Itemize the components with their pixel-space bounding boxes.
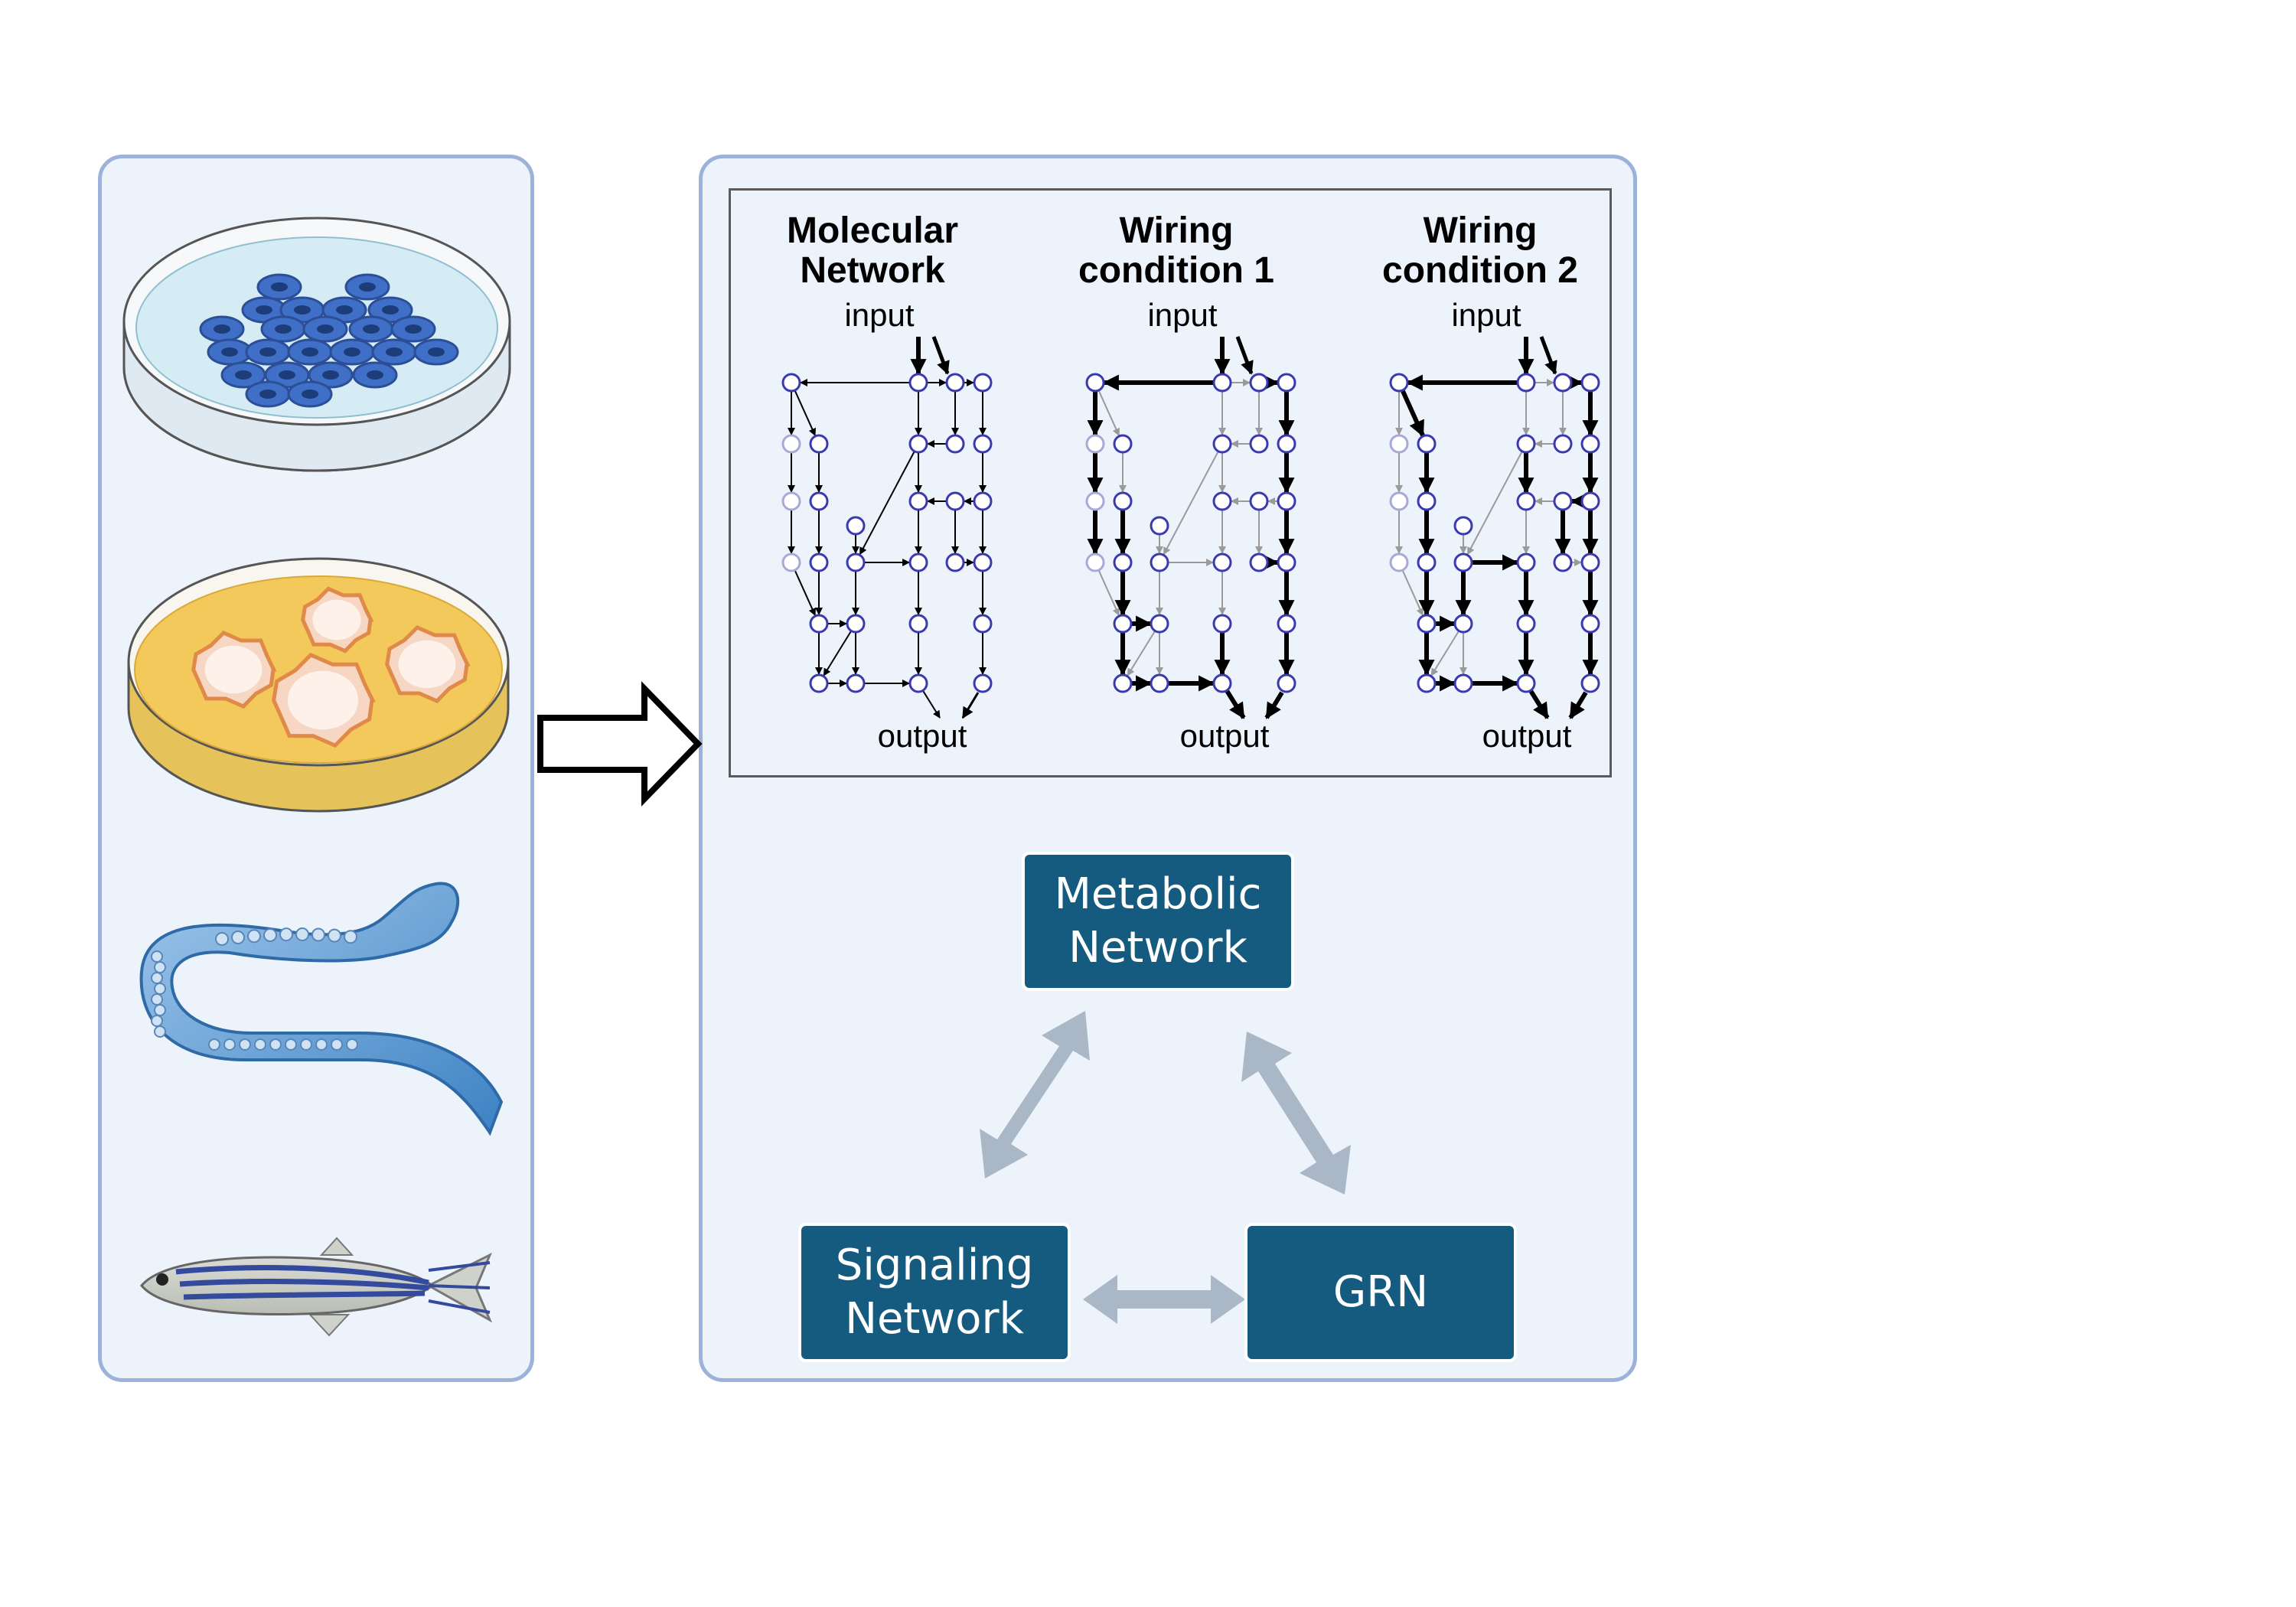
input-label: input [1147,297,1218,333]
network-graph-2 [1389,336,1600,719]
worm-icon [139,882,504,1136]
output-label: output [1179,718,1270,754]
wiring-condition-1-title: Wiring condition 1 [1078,210,1274,291]
bidirectional-arrow-metabolic-grn [1241,1032,1351,1195]
input-label: input [1451,297,1521,333]
output-label: output [877,718,967,754]
bidirectional-arrow-signaling-grn [1083,1275,1245,1324]
molecular-network-title: Molecular Network [786,210,959,291]
network-graph-1 [1085,336,1296,719]
wiring-condition-2-title: Wiring condition 2 [1382,210,1578,291]
signaling-network-box: Signaling Network [798,1223,1071,1362]
zebrafish-icon [140,1237,493,1337]
output-label: output [1482,718,1572,754]
input-label: input [844,297,915,333]
grn-box: GRN [1244,1223,1517,1362]
metabolic-network-box: Metabolic Network [1022,852,1294,991]
network-graph-0 [781,336,993,719]
hollow-right-arrow-icon [537,681,703,807]
colony-dish-icon [127,557,510,813]
bidirectional-arrow-metabolic-signaling [980,1011,1090,1178]
cell-culture-dish-icon [122,217,511,472]
